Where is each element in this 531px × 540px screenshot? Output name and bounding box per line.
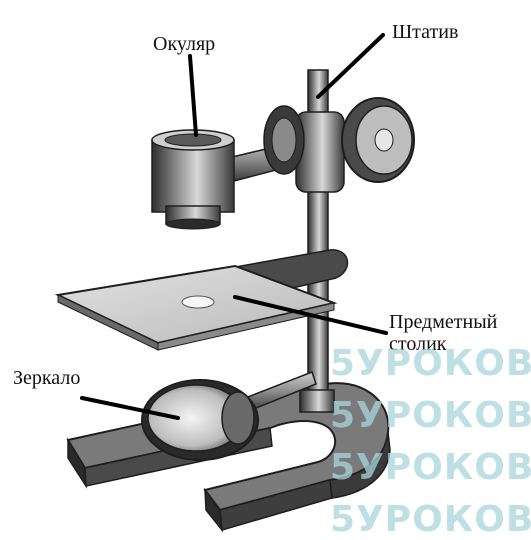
- stand-label: Штатив: [392, 21, 459, 43]
- stand-leader-line: [316, 33, 385, 99]
- watermark-2: 5УРОКОВ: [330, 395, 531, 436]
- mirror-leader-line: [80, 396, 180, 420]
- watermark-4: 5УРОКОВ: [330, 499, 531, 540]
- stage-leader-line: [233, 295, 388, 335]
- watermark-1: 5УРОКОВ: [330, 343, 531, 384]
- watermark-3: 5УРОКОВ: [330, 447, 531, 488]
- eyepiece-tube: [151, 129, 235, 230]
- mirror: [141, 379, 259, 461]
- stage-plate: [54, 264, 338, 351]
- eyepiece-leader-line: [188, 54, 198, 137]
- leader-lines: [80, 33, 388, 420]
- eyepiece-label: Окуляр: [153, 33, 216, 55]
- focus-knobs: [263, 97, 415, 193]
- stage-label: Предметный столик: [389, 311, 498, 355]
- mirror-label: Зеркало: [13, 367, 81, 389]
